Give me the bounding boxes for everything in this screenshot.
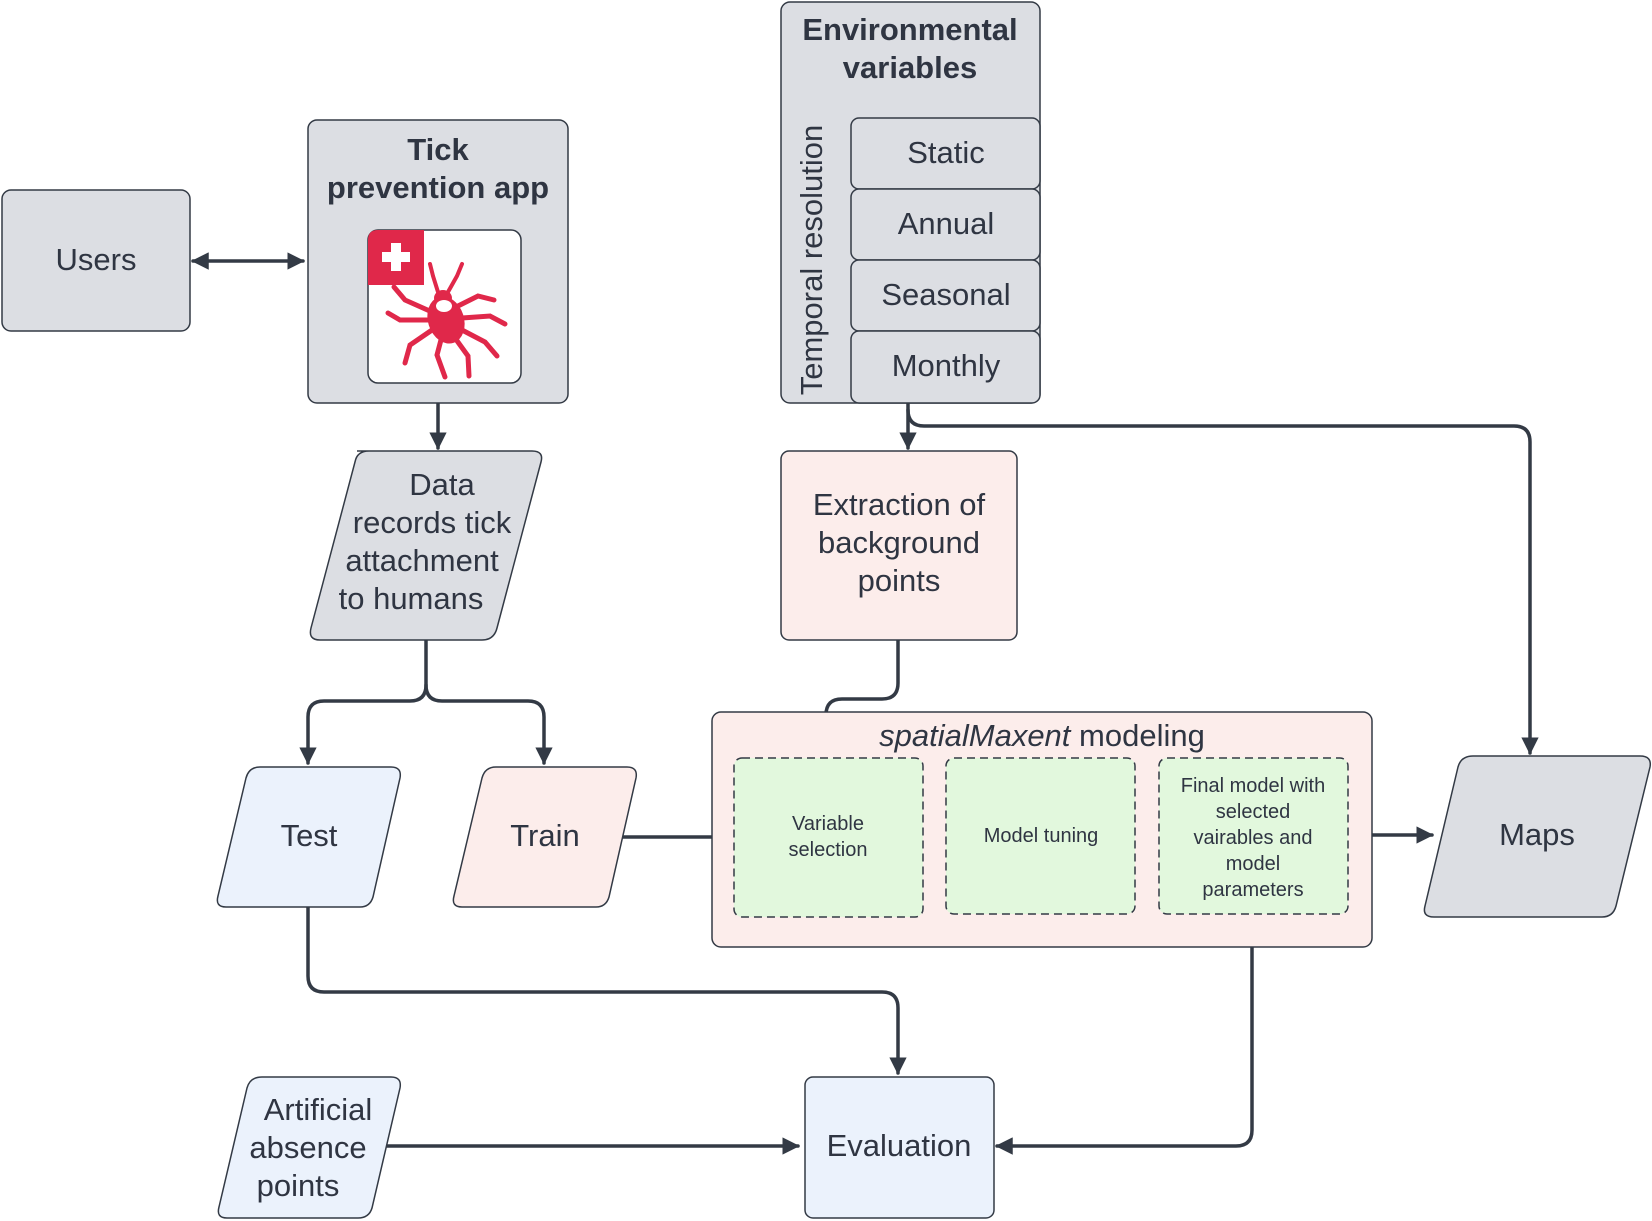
env-seasonal-label: Seasonal <box>881 277 1010 312</box>
env-annual-label: Annual <box>898 206 995 241</box>
final-model-line-3: vairables and <box>1194 827 1313 849</box>
test-label: Test <box>281 818 338 853</box>
artificial-absence-node: Artificial absence points <box>217 1076 402 1219</box>
edge-data-train <box>424 683 553 765</box>
data-records-node: Data records tick attachment to humans <box>309 450 543 641</box>
tick-app-icon <box>367 229 522 384</box>
variable-selection-line-1: Variable <box>792 813 864 835</box>
variable-selection-line-2: selection <box>789 839 868 861</box>
test-node: Test <box>216 766 402 908</box>
edge-test-evaluation <box>306 905 907 1075</box>
variable-selection-box <box>733 757 924 918</box>
edge-data-test <box>299 638 428 765</box>
artificial-line-2: absence <box>249 1130 366 1165</box>
artificial-line-1: Artificial <box>264 1092 373 1127</box>
env-monthly-box <box>850 330 1041 404</box>
data-records-line-3: attachment <box>345 543 499 578</box>
env-static-label: Static <box>907 135 985 170</box>
edge-final-evaluation <box>995 911 1254 1155</box>
maps-node: Maps <box>1423 755 1652 918</box>
edge-env-maps <box>906 408 1539 755</box>
maps-label: Maps <box>1499 817 1575 852</box>
modeling-container: spatialMaxent modeling Variable selectio… <box>711 711 1373 948</box>
app-title-line-1: Tick <box>407 132 469 167</box>
users-node: Users <box>1 189 191 332</box>
env-monthly-label: Monthly <box>892 348 1001 383</box>
tick-app-node: Tick prevention app <box>307 119 569 404</box>
tick-icon <box>385 262 508 380</box>
data-records-line-2: records tick <box>353 505 512 540</box>
extraction-line-2: background <box>818 525 980 560</box>
env-title-line-1: Environmental <box>802 12 1017 47</box>
modeling-title: spatialMaxent modeling <box>879 718 1205 753</box>
data-records-line-4: to humans <box>339 581 484 616</box>
train-node: Train <box>452 766 638 908</box>
temporal-resolution-label: Temporal resolution <box>794 125 829 396</box>
final-model-line-4: model <box>1226 853 1280 875</box>
model-tuning-label: Model tuning <box>984 825 1099 847</box>
extraction-line-3: points <box>858 563 941 598</box>
final-model-line-5: parameters <box>1202 879 1303 901</box>
final-model-line-1: Final model with <box>1181 775 1326 797</box>
final-model-box <box>1158 757 1349 915</box>
edges <box>191 252 1539 1155</box>
env-title-line-2: variables <box>843 50 977 85</box>
extraction-node: Extraction of background points <box>780 450 1018 641</box>
artificial-line-3: points <box>257 1168 340 1203</box>
evaluation-node: Evaluation <box>804 1076 995 1219</box>
evaluation-label: Evaluation <box>827 1128 972 1163</box>
data-records-line-1: Data <box>409 467 475 502</box>
edge-extraction-varsel <box>817 638 900 757</box>
model-tuning-box <box>945 757 1136 915</box>
extraction-line-1: Extraction of <box>813 487 986 522</box>
train-label: Train <box>510 818 579 853</box>
environmental-variables-node: Environmental variables Temporal resolut… <box>780 1 1041 404</box>
users-label: Users <box>56 242 137 277</box>
app-title-line-2: prevention app <box>327 170 549 205</box>
final-model-line-2: selected <box>1216 801 1291 823</box>
